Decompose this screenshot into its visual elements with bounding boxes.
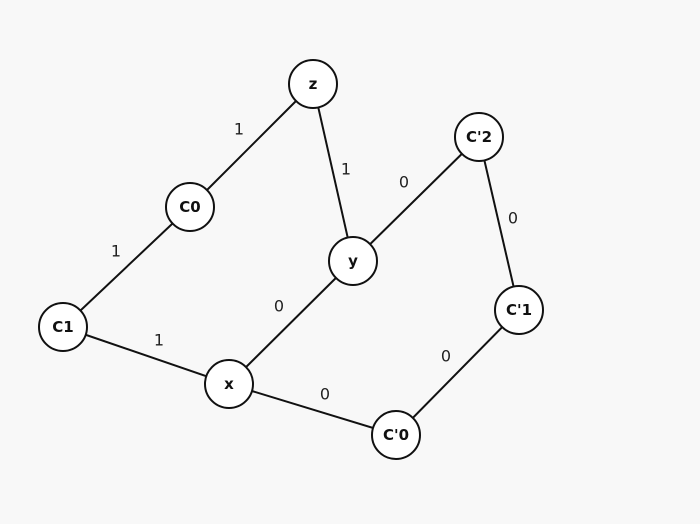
node-c0: C0 <box>165 182 215 232</box>
edge-label-y-cp2: 0 <box>399 173 409 192</box>
node-label-c0: C0 <box>179 198 200 216</box>
edge-label-cp1-cp0: 0 <box>441 347 451 366</box>
node-label-cp2: C'2 <box>466 128 492 146</box>
edge-x-y <box>228 260 354 385</box>
edge-y-cp2 <box>352 136 480 262</box>
edge-label-c0-c1: 1 <box>111 242 121 261</box>
node-y: y <box>328 236 378 286</box>
node-cp1: C'1 <box>494 285 544 335</box>
edge-label-x-y: 0 <box>274 297 284 316</box>
node-label-cp1: C'1 <box>506 301 532 319</box>
node-cp0: C'0 <box>371 410 421 460</box>
node-cp2: C'2 <box>454 112 504 162</box>
node-label-z: z <box>309 75 318 93</box>
edge-label-cp2-cp1: 0 <box>508 209 518 228</box>
edge-labels: 1 1 1 1 0 0 0 0 0 <box>111 120 518 404</box>
node-c1: C1 <box>38 302 88 352</box>
nodes: z C0 C1 x y C'2 C'1 C'0 <box>38 59 544 460</box>
node-z: z <box>288 59 338 109</box>
node-label-y: y <box>348 252 358 270</box>
edge-z-y <box>312 83 354 262</box>
edge-c0-c1 <box>62 206 191 328</box>
edge-z-c0 <box>189 83 314 208</box>
edge-cp2-cp1 <box>478 136 520 311</box>
edge-label-x-cp0: 0 <box>320 385 330 404</box>
edge-label-z-c0: 1 <box>234 120 244 139</box>
node-x: x <box>204 359 254 409</box>
edge-x-cp0 <box>228 383 397 436</box>
edge-label-z-y: 1 <box>341 160 351 179</box>
node-label-cp0: C'0 <box>383 426 409 444</box>
edge-label-c1-x: 1 <box>154 331 164 350</box>
edge-c1-x <box>62 326 230 385</box>
edges <box>62 83 520 436</box>
node-label-x: x <box>224 375 234 393</box>
edge-cp1-cp0 <box>395 309 520 436</box>
node-label-c1: C1 <box>52 318 73 336</box>
